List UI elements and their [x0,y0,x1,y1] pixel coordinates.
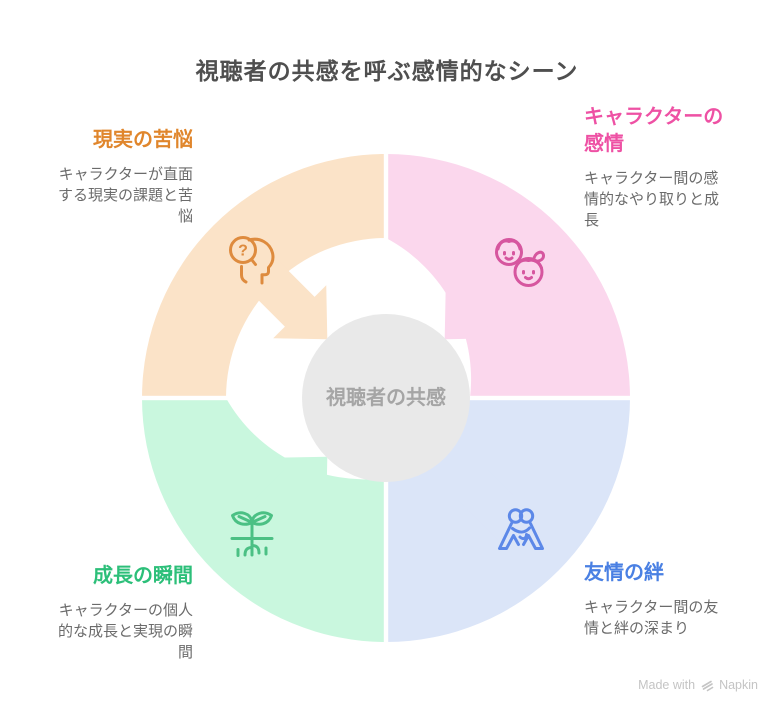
quadrant-description-bottom-right: キャラクター間の友 情と絆の深まり [584,599,719,637]
quadrant-description-top-left: キャラクターが直面 する現実の課題と苦 悩 [57,166,193,225]
question-mark-glyph: ? [238,243,248,260]
axis-gap-right [464,395,636,401]
quadrant-block-bottom-left: 成長の瞬間 キャラクターの個人 的な成長と実現の瞬 間 [51,563,193,663]
arrow-top-right [444,255,529,340]
axis-gap-top [383,148,389,244]
quadrant-description-top-right: キャラクター間の感 情的なやり取りと成 長 [584,170,720,229]
two-children-faces-icon [495,238,545,287]
arrow-bottom-right [444,456,529,541]
arrow-top-left [243,255,328,340]
axis-gap-bottom [383,472,389,648]
quadrant-block-top-left: 現実の苦悩 キャラクターが直面 する現実の課題と苦 悩 [51,127,193,227]
hugging-people-icon [498,508,544,550]
quadrant-block-bottom-right: 友情の絆 キャラクター間の友 情と絆の深まり [584,560,726,639]
quadrant-heading-top-right: キャラクターの 感情 [584,106,724,155]
quadrant-description-bottom-left: キャラクターの個人 的な成長と実現の瞬 間 [57,602,193,661]
napkin-logo-icon [701,680,714,692]
quadrant-block-top-right: キャラクターの 感情 キャラクター間の感 情的なやり取りと成 長 [584,104,726,231]
brand-text: Napkin [719,678,758,692]
axis-gap-left [136,395,232,401]
made-with-text: Made with [638,678,696,692]
quadrant-heading-top-left: 現実の苦悩 [93,129,193,151]
sprout-with-roots-icon [230,511,274,557]
quadrant-heading-bottom-left: 成長の瞬間 [93,565,193,587]
diagram-title: 視聴者の共感を呼ぶ感情的なシーン [195,58,579,84]
magnifier-question-head-icon: ? [229,236,275,285]
center-circle [302,314,470,482]
center-label: 視聴者の共感 [326,387,446,409]
napkin-watermark[interactable]: Made with Napkin [638,678,758,692]
quadrant-heading-bottom-right: 友情の絆 [584,562,664,584]
arrow-bottom-left [243,456,328,541]
